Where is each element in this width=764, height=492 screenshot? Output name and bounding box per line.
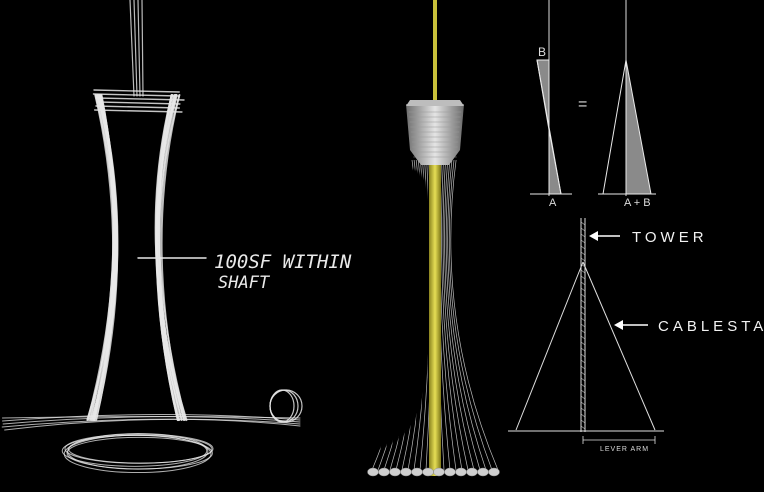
label-b: B xyxy=(538,45,546,59)
label-cablestay: CABLESTAY xyxy=(658,318,764,335)
label-a: A xyxy=(549,197,557,209)
triangle-a-plus-b-left xyxy=(603,60,626,194)
moment-diagram xyxy=(530,0,656,196)
chalk-sketch xyxy=(2,0,302,473)
tower-rendering xyxy=(368,0,500,476)
tower-hatch xyxy=(581,222,585,429)
cablestay-diagram xyxy=(508,218,664,444)
cablestay-arrow xyxy=(614,320,648,330)
tower-spire xyxy=(433,0,437,104)
tower-crown xyxy=(406,104,464,165)
label-lever-arm: LEVER ARM xyxy=(600,446,649,453)
tower-arrow xyxy=(589,231,620,241)
sketch-note-line2: SHAFT xyxy=(218,273,271,293)
label-tower: TOWER xyxy=(632,229,708,246)
equals-sign: = xyxy=(578,96,587,113)
sketch-strokes xyxy=(2,0,302,473)
triangle-a-plus-b-right xyxy=(626,60,651,194)
crown-cap xyxy=(406,100,464,106)
sketch-note-line1: 100SF WITHIN xyxy=(214,251,352,273)
label-a-plus-b: A + B xyxy=(624,197,651,209)
